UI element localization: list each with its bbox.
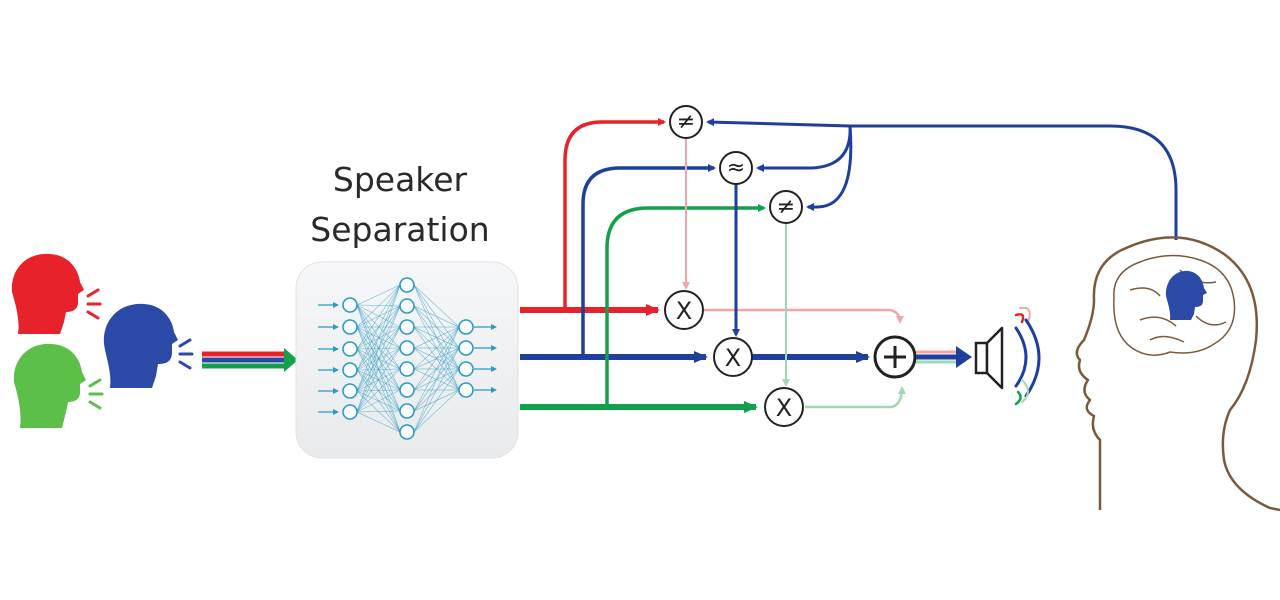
network-edge <box>413 368 460 433</box>
red-output-path <box>520 118 904 324</box>
multiply-symbol: X <box>725 344 741 372</box>
network-node <box>342 362 358 378</box>
network-node <box>458 361 474 377</box>
network-edge <box>356 284 401 413</box>
network-edge <box>413 326 460 433</box>
compare-green-node: ≠ <box>769 190 803 224</box>
network-edge <box>356 284 401 328</box>
network-edge <box>356 368 401 413</box>
network-node <box>342 341 358 357</box>
network-node <box>342 404 358 420</box>
multiply-green-node: X <box>764 387 804 427</box>
network-node <box>399 319 415 335</box>
approx-equal-symbol: ≈ <box>727 156 745 181</box>
sum-node <box>873 335 917 379</box>
network-edge <box>413 347 460 433</box>
network-node <box>458 319 474 335</box>
multiply-red-node: X <box>664 290 704 330</box>
compare-blue-node: ≈ <box>719 151 753 185</box>
network-edge <box>413 389 460 433</box>
listener-head-icon <box>1075 236 1280 512</box>
network-edge <box>356 411 401 433</box>
network-node <box>458 382 474 398</box>
network-edge <box>413 305 460 328</box>
network-edge <box>413 326 460 349</box>
not-equal-symbol: ≠ <box>777 195 795 220</box>
attention-feedback-path <box>706 118 1178 240</box>
sum-output-arrow <box>916 346 972 368</box>
network-edge <box>356 284 401 306</box>
network-node <box>342 297 358 313</box>
network-node <box>399 340 415 356</box>
network-edge <box>413 326 460 370</box>
loudspeaker-icon <box>974 326 1004 390</box>
network-edge <box>413 326 460 391</box>
attended-speaker-icon <box>1165 270 1207 320</box>
neural-network-connections <box>318 284 497 433</box>
network-node <box>399 424 415 440</box>
network-edge <box>356 284 401 371</box>
network-node <box>458 340 474 356</box>
network-node <box>399 382 415 398</box>
multiply-symbol: X <box>776 394 792 422</box>
network-edge <box>413 284 460 328</box>
speaker-green-icon <box>13 343 104 428</box>
network-edge <box>356 347 401 413</box>
title-separation: Separation <box>310 210 490 249</box>
network-node <box>399 361 415 377</box>
not-equal-symbol: ≠ <box>677 110 695 135</box>
green-output-path <box>520 204 906 413</box>
network-node <box>342 383 358 399</box>
speaker-blue-icon <box>103 303 194 388</box>
network-edge <box>356 389 401 413</box>
network-edge <box>356 410 401 413</box>
network-node <box>342 319 358 335</box>
network-edge <box>413 326 460 412</box>
network-edge <box>356 305 401 413</box>
network-edge <box>356 284 401 350</box>
network-edge <box>356 326 401 413</box>
title-speaker: Speaker <box>332 160 468 199</box>
multiply-blue-node: X <box>713 337 753 377</box>
blue-output-path <box>520 164 870 363</box>
network-edge <box>356 284 401 392</box>
comparison-links <box>682 138 790 387</box>
network-node <box>399 298 415 314</box>
neural-network-nodes <box>342 277 474 440</box>
multiply-symbol: X <box>676 297 692 325</box>
network-node <box>399 403 415 419</box>
network-node <box>399 277 415 293</box>
sound-waves-icon <box>1014 306 1041 406</box>
speaker-red-icon <box>11 253 102 334</box>
mixed-input-arrows <box>202 348 298 372</box>
compare-red-node: ≠ <box>669 105 703 139</box>
